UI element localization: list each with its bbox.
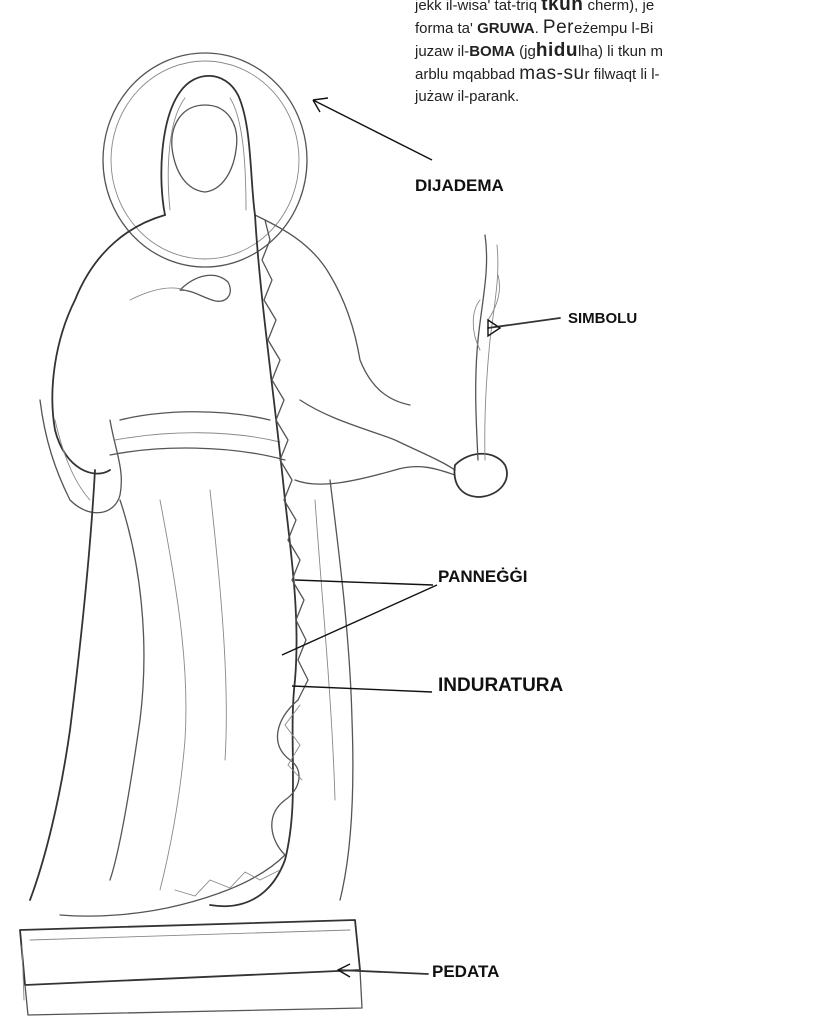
label-dijadema: DIJADEMA [415, 176, 504, 196]
dijadema-arrow [313, 100, 432, 160]
annotation-arrows [282, 98, 560, 977]
body-drawing [40, 215, 507, 513]
label-simbolu: SIMBOLU [568, 310, 637, 327]
head-drawing [161, 76, 255, 215]
pedata-arrow [338, 970, 428, 974]
induratura-arrow [292, 686, 432, 692]
pedestal-drawing [20, 920, 362, 1015]
dijadema-arrowhead [313, 98, 328, 112]
label-panneggi: PANNEĠĠI [438, 567, 527, 587]
label-induratura: INDURATURA [438, 675, 563, 697]
drapery-drawing [30, 215, 353, 916]
panneggi-arrow-2 [282, 585, 437, 655]
halo-drawing [103, 53, 307, 267]
panneggi-arrow-1 [295, 580, 433, 585]
label-pedata: PEDATA [432, 962, 499, 982]
